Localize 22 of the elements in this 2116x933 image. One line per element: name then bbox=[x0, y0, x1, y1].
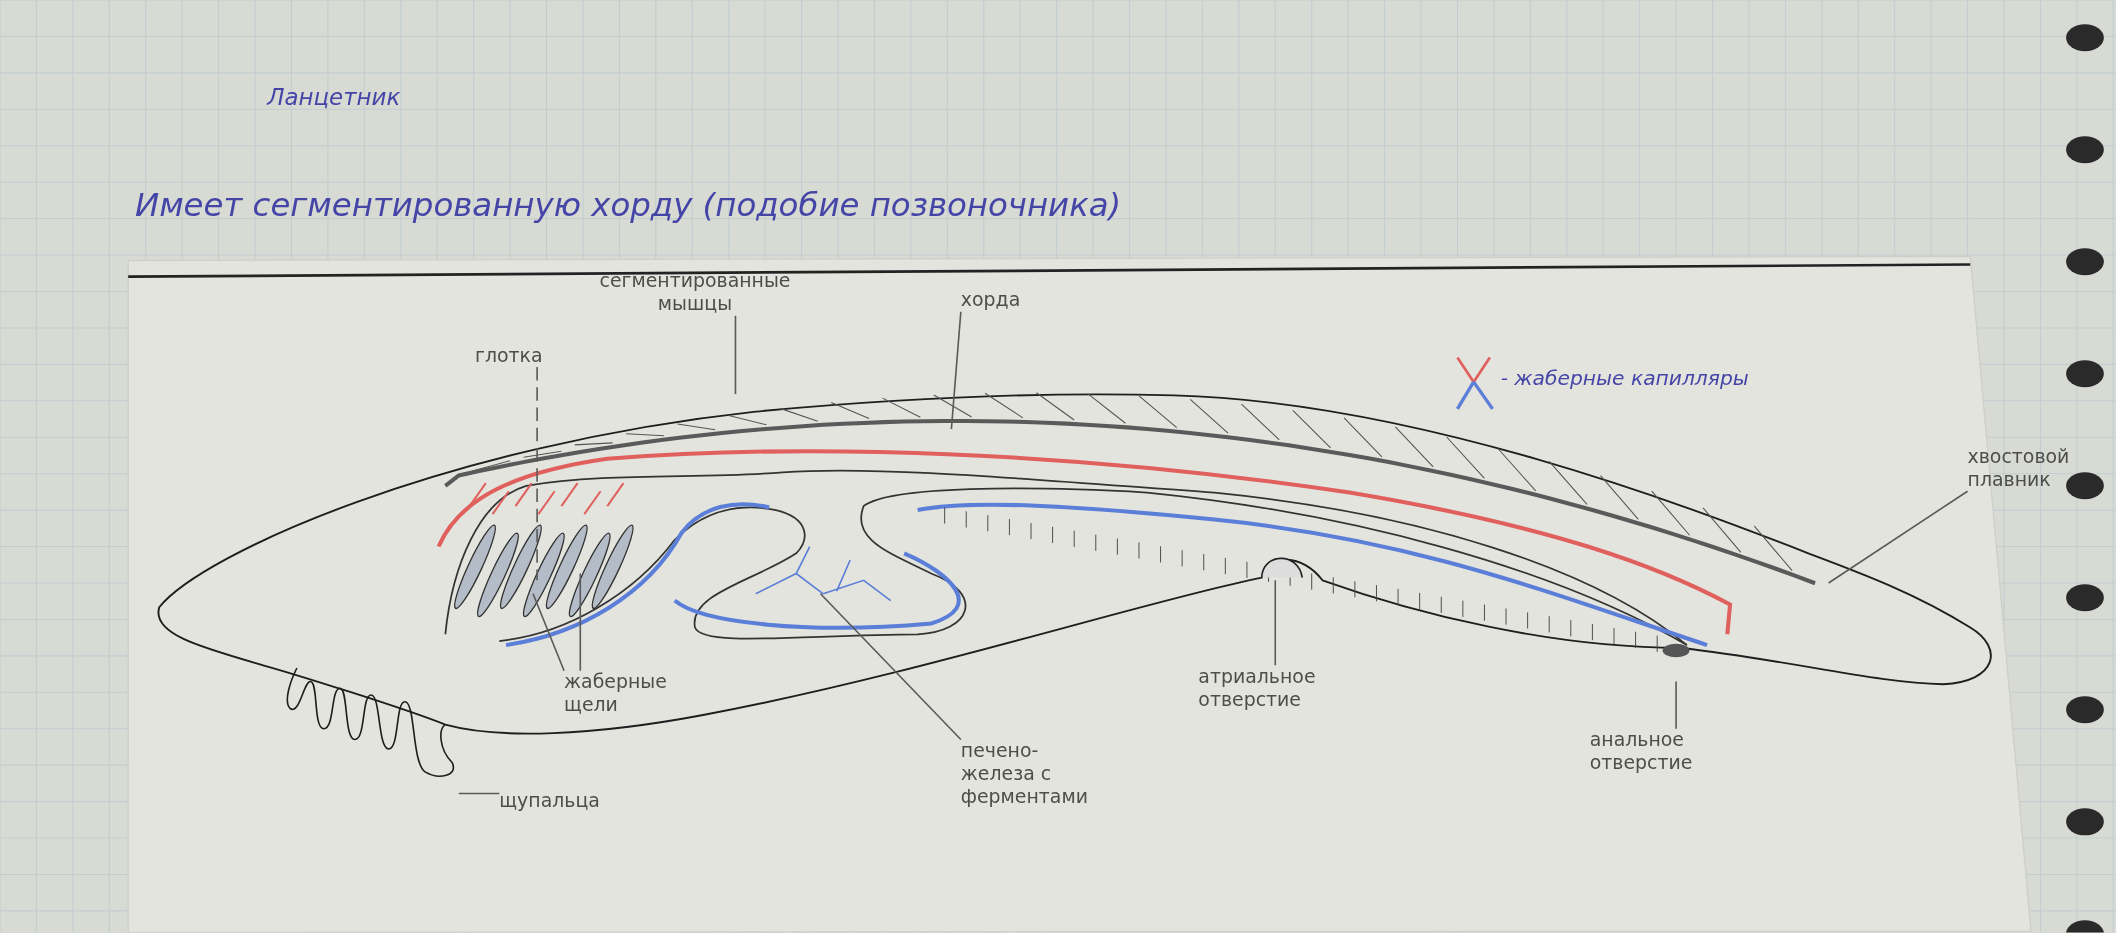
part-label: сегментированные мышцы bbox=[593, 269, 797, 316]
leader-line bbox=[1827, 490, 1969, 584]
part-label: атриальное отверстие bbox=[1198, 665, 1347, 711]
leader-line bbox=[579, 572, 582, 672]
part-label: хорда bbox=[960, 288, 1042, 312]
leader-line bbox=[458, 792, 501, 795]
leader-line bbox=[1675, 680, 1677, 730]
leader-line bbox=[532, 592, 565, 672]
legend-text: - жаберные капилляры bbox=[1500, 365, 1749, 390]
note-text: Имеет сегментированную хорду (подобие позвоночника) bbox=[134, 186, 1122, 226]
part-label: анальное отверстие bbox=[1589, 728, 1739, 775]
leader-line bbox=[950, 310, 962, 430]
leader-line bbox=[734, 314, 737, 395]
part-label: щупальца bbox=[499, 789, 621, 813]
leader-line bbox=[819, 592, 962, 741]
title: Ланцетник bbox=[267, 83, 401, 112]
part-label: печено- железа с ферментами bbox=[960, 739, 1110, 808]
part-label: жаберные щели bbox=[564, 670, 713, 717]
leader-line bbox=[1274, 579, 1277, 667]
part-label: хвостовой плавник bbox=[1967, 445, 2103, 491]
leader-line bbox=[536, 366, 538, 582]
part-label: глотка bbox=[475, 344, 559, 367]
